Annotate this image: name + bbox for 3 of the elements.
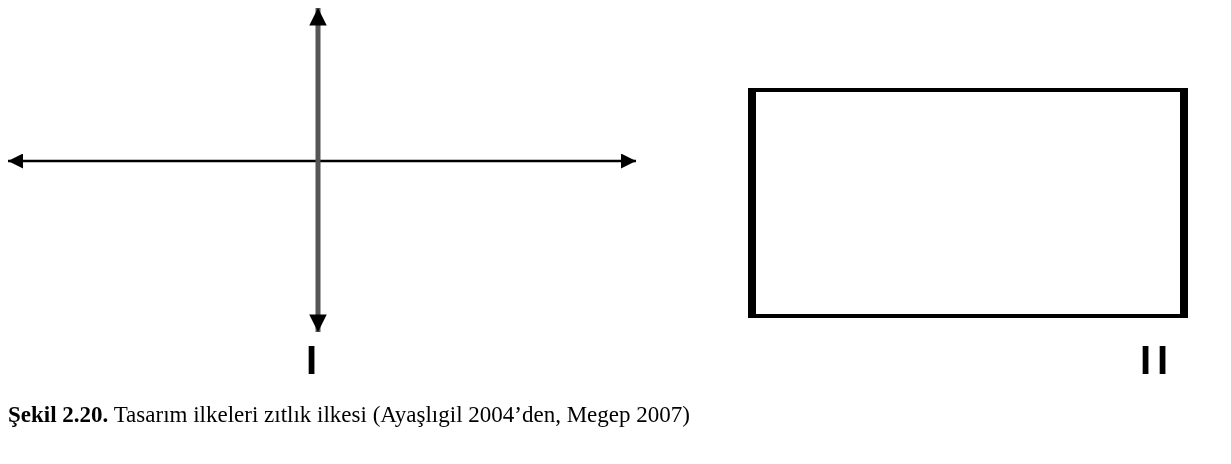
figure-label: I	[306, 340, 324, 380]
figure-label: II	[1140, 340, 1175, 380]
figure-caption: Şekil 2.20. Tasarım ilkeleri zıtlık ilkesi (Ayaşlıgil 2004’den, Megep 2007)	[8, 402, 690, 428]
